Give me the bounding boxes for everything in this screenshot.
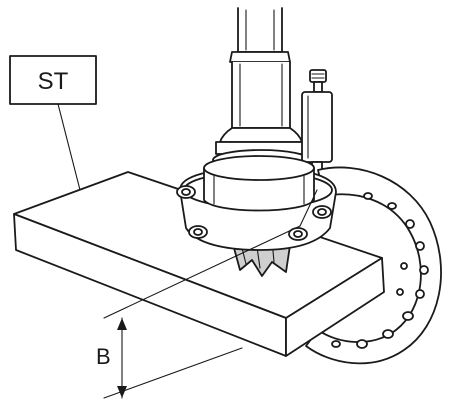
tool-shaft	[212, 7, 310, 171]
dimension-b-lower-extension	[103, 347, 243, 399]
base-block	[13, 171, 385, 357]
st-label-text: ST	[38, 68, 69, 95]
hub-assembly	[176, 155, 337, 277]
dimension-b-upper-extension	[103, 225, 301, 319]
plate-bolt-holes	[331, 192, 429, 349]
dimension-b-arrow-bottom	[117, 386, 127, 398]
dimension-b-label: B	[96, 344, 111, 369]
st-leader-line	[57, 103, 81, 191]
dimension-b	[103, 225, 301, 399]
c-plate	[305, 166, 442, 365]
dimension-b-arrow-top	[117, 318, 127, 330]
dial-indicator	[301, 69, 333, 191]
st-label: ST	[9, 55, 97, 105]
st-label-box	[9, 55, 97, 105]
